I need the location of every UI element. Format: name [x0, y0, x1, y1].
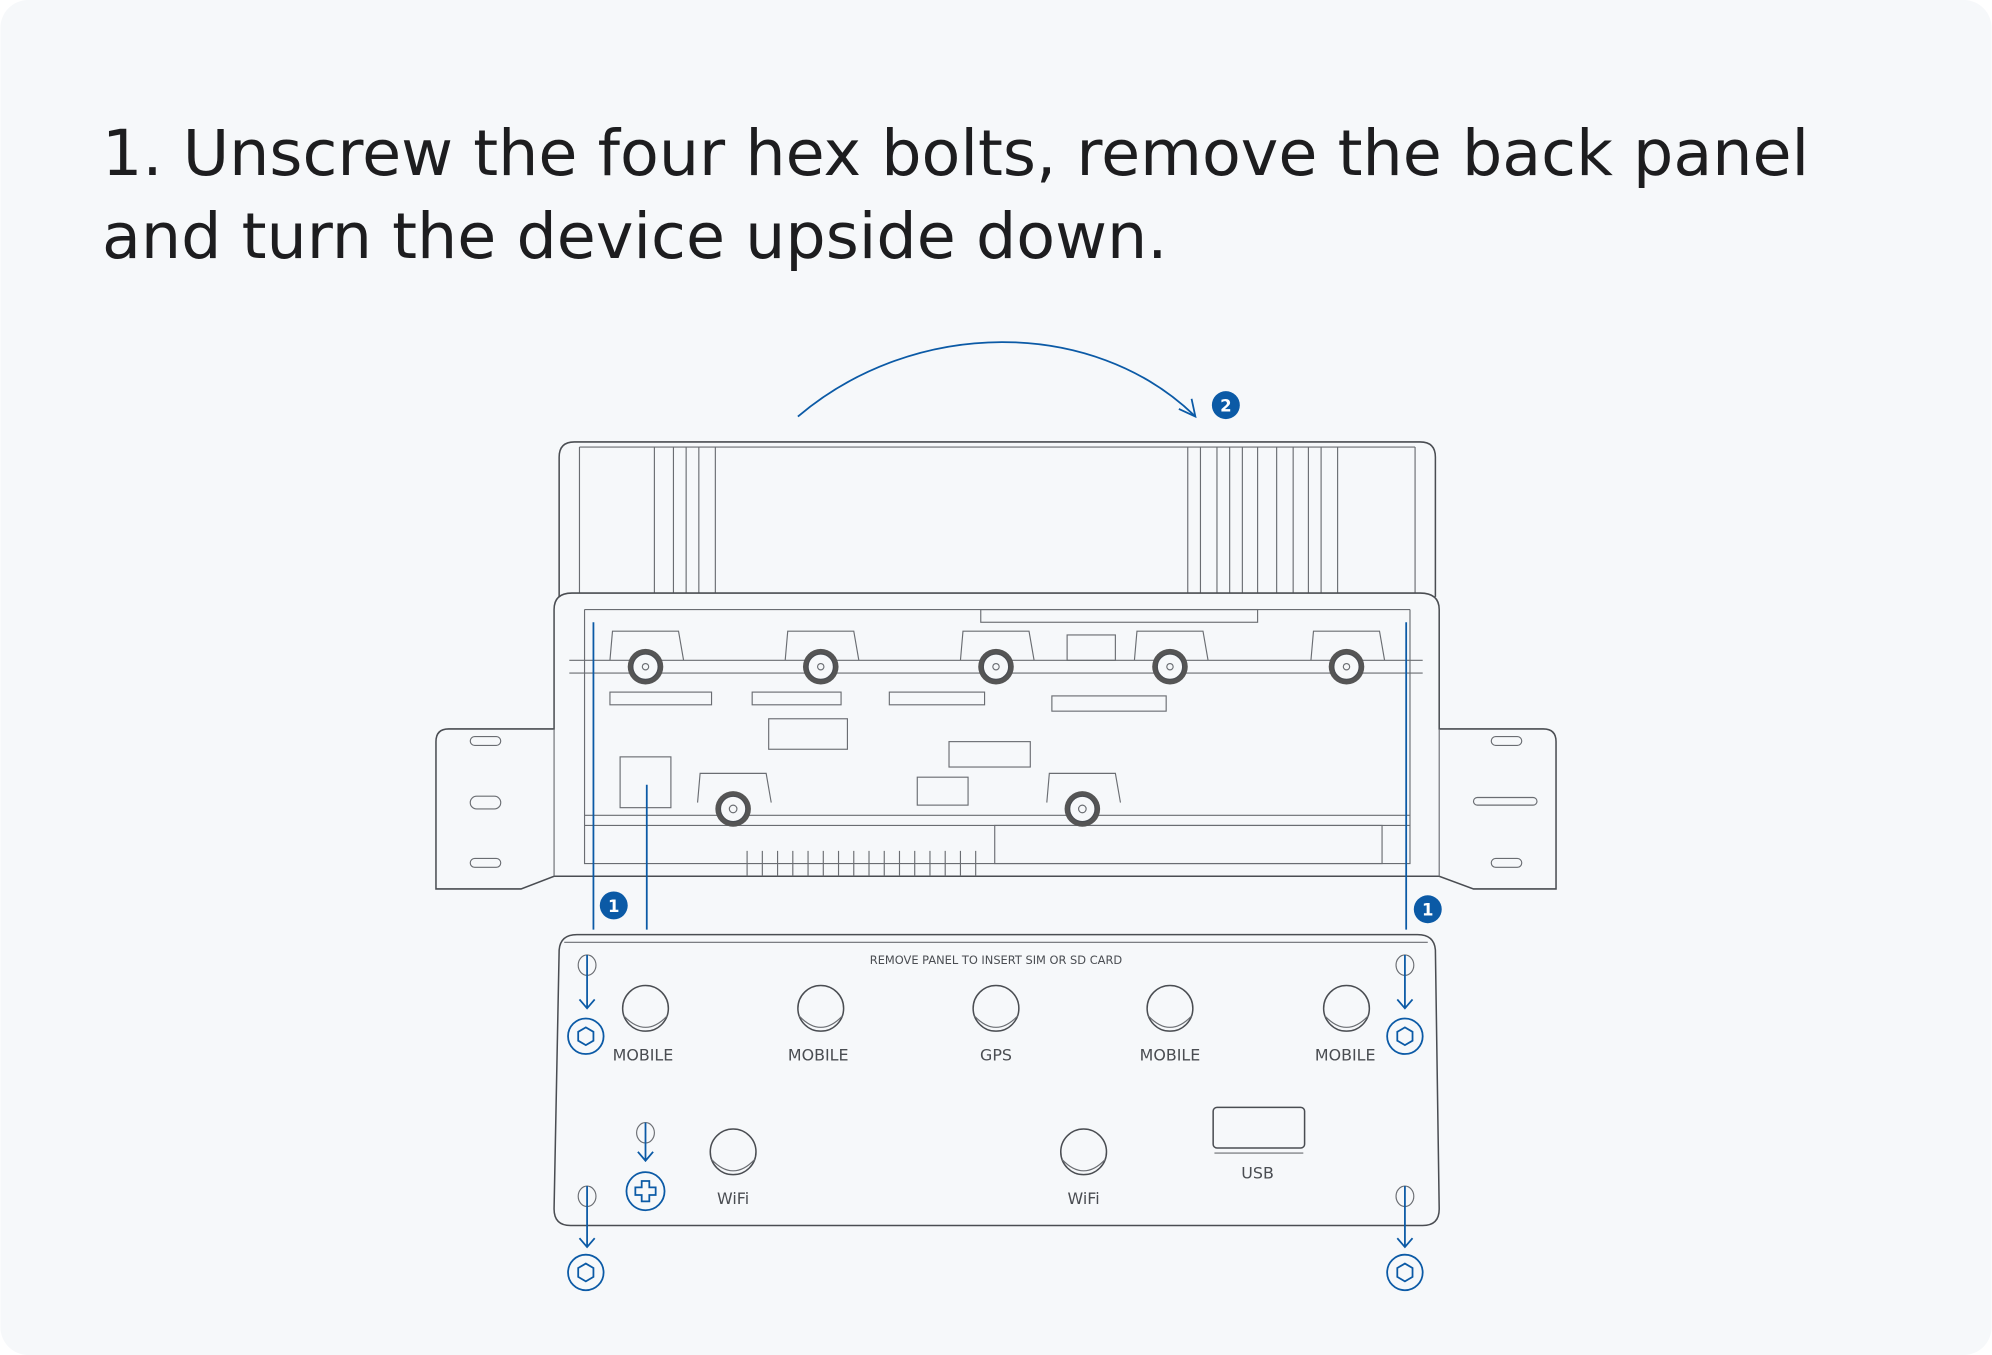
port-usb: USB — [1212, 1106, 1306, 1182]
panel-notice: REMOVE PANEL TO INSERT SIM OR SD CARD — [870, 953, 1123, 967]
hex-bolt-icon — [567, 1017, 605, 1055]
hex-bolt-icon — [567, 1253, 605, 1292]
svg-text:MOBILE: MOBILE — [613, 1045, 674, 1064]
port-wifi-2: WiFi — [1060, 1128, 1108, 1208]
port-mobile-4: MOBILE — [1315, 984, 1376, 1064]
svg-text:1: 1 — [608, 897, 619, 916]
step-2-badge: 2 — [1211, 391, 1240, 420]
screw-holes-and-arrows — [577, 954, 1415, 1249]
hex-bolts — [567, 1017, 1424, 1292]
port-mobile-1: MOBILE — [613, 984, 674, 1064]
svg-text:WiFi: WiFi — [1068, 1189, 1100, 1208]
svg-text:2: 2 — [1220, 396, 1231, 415]
step-1-badge-right: 1 — [1413, 895, 1442, 924]
hex-bolt-icon — [1386, 1017, 1424, 1055]
svg-text:MOBILE: MOBILE — [1140, 1045, 1201, 1064]
flip-arrow-icon — [797, 341, 1197, 419]
back-panel: REMOVE PANEL TO INSERT SIM OR SD CARD MO… — [553, 933, 1440, 1227]
router-body — [435, 441, 1557, 890]
svg-text:WiFi: WiFi — [717, 1189, 749, 1208]
internal-connectors — [609, 630, 1386, 827]
ground-screw-icon — [625, 1171, 666, 1212]
hex-bolt-icon — [1386, 1253, 1424, 1292]
port-mobile-3: MOBILE — [1140, 984, 1201, 1064]
svg-text:GPS: GPS — [980, 1045, 1012, 1064]
port-wifi-1: WiFi — [709, 1128, 757, 1208]
svg-text:MOBILE: MOBILE — [1315, 1045, 1376, 1064]
svg-text:USB: USB — [1241, 1163, 1274, 1182]
svg-text:MOBILE: MOBILE — [788, 1045, 849, 1064]
title-line-2: and turn the device upside down. — [102, 199, 1167, 273]
port-mobile-2: MOBILE — [788, 984, 849, 1064]
title-line-1: 1. Unscrew the four hex bolts, remove th… — [102, 116, 1809, 190]
step-1-badge-left: 1 — [599, 891, 628, 920]
port-gps: GPS — [972, 984, 1020, 1064]
svg-text:1: 1 — [1422, 901, 1433, 920]
